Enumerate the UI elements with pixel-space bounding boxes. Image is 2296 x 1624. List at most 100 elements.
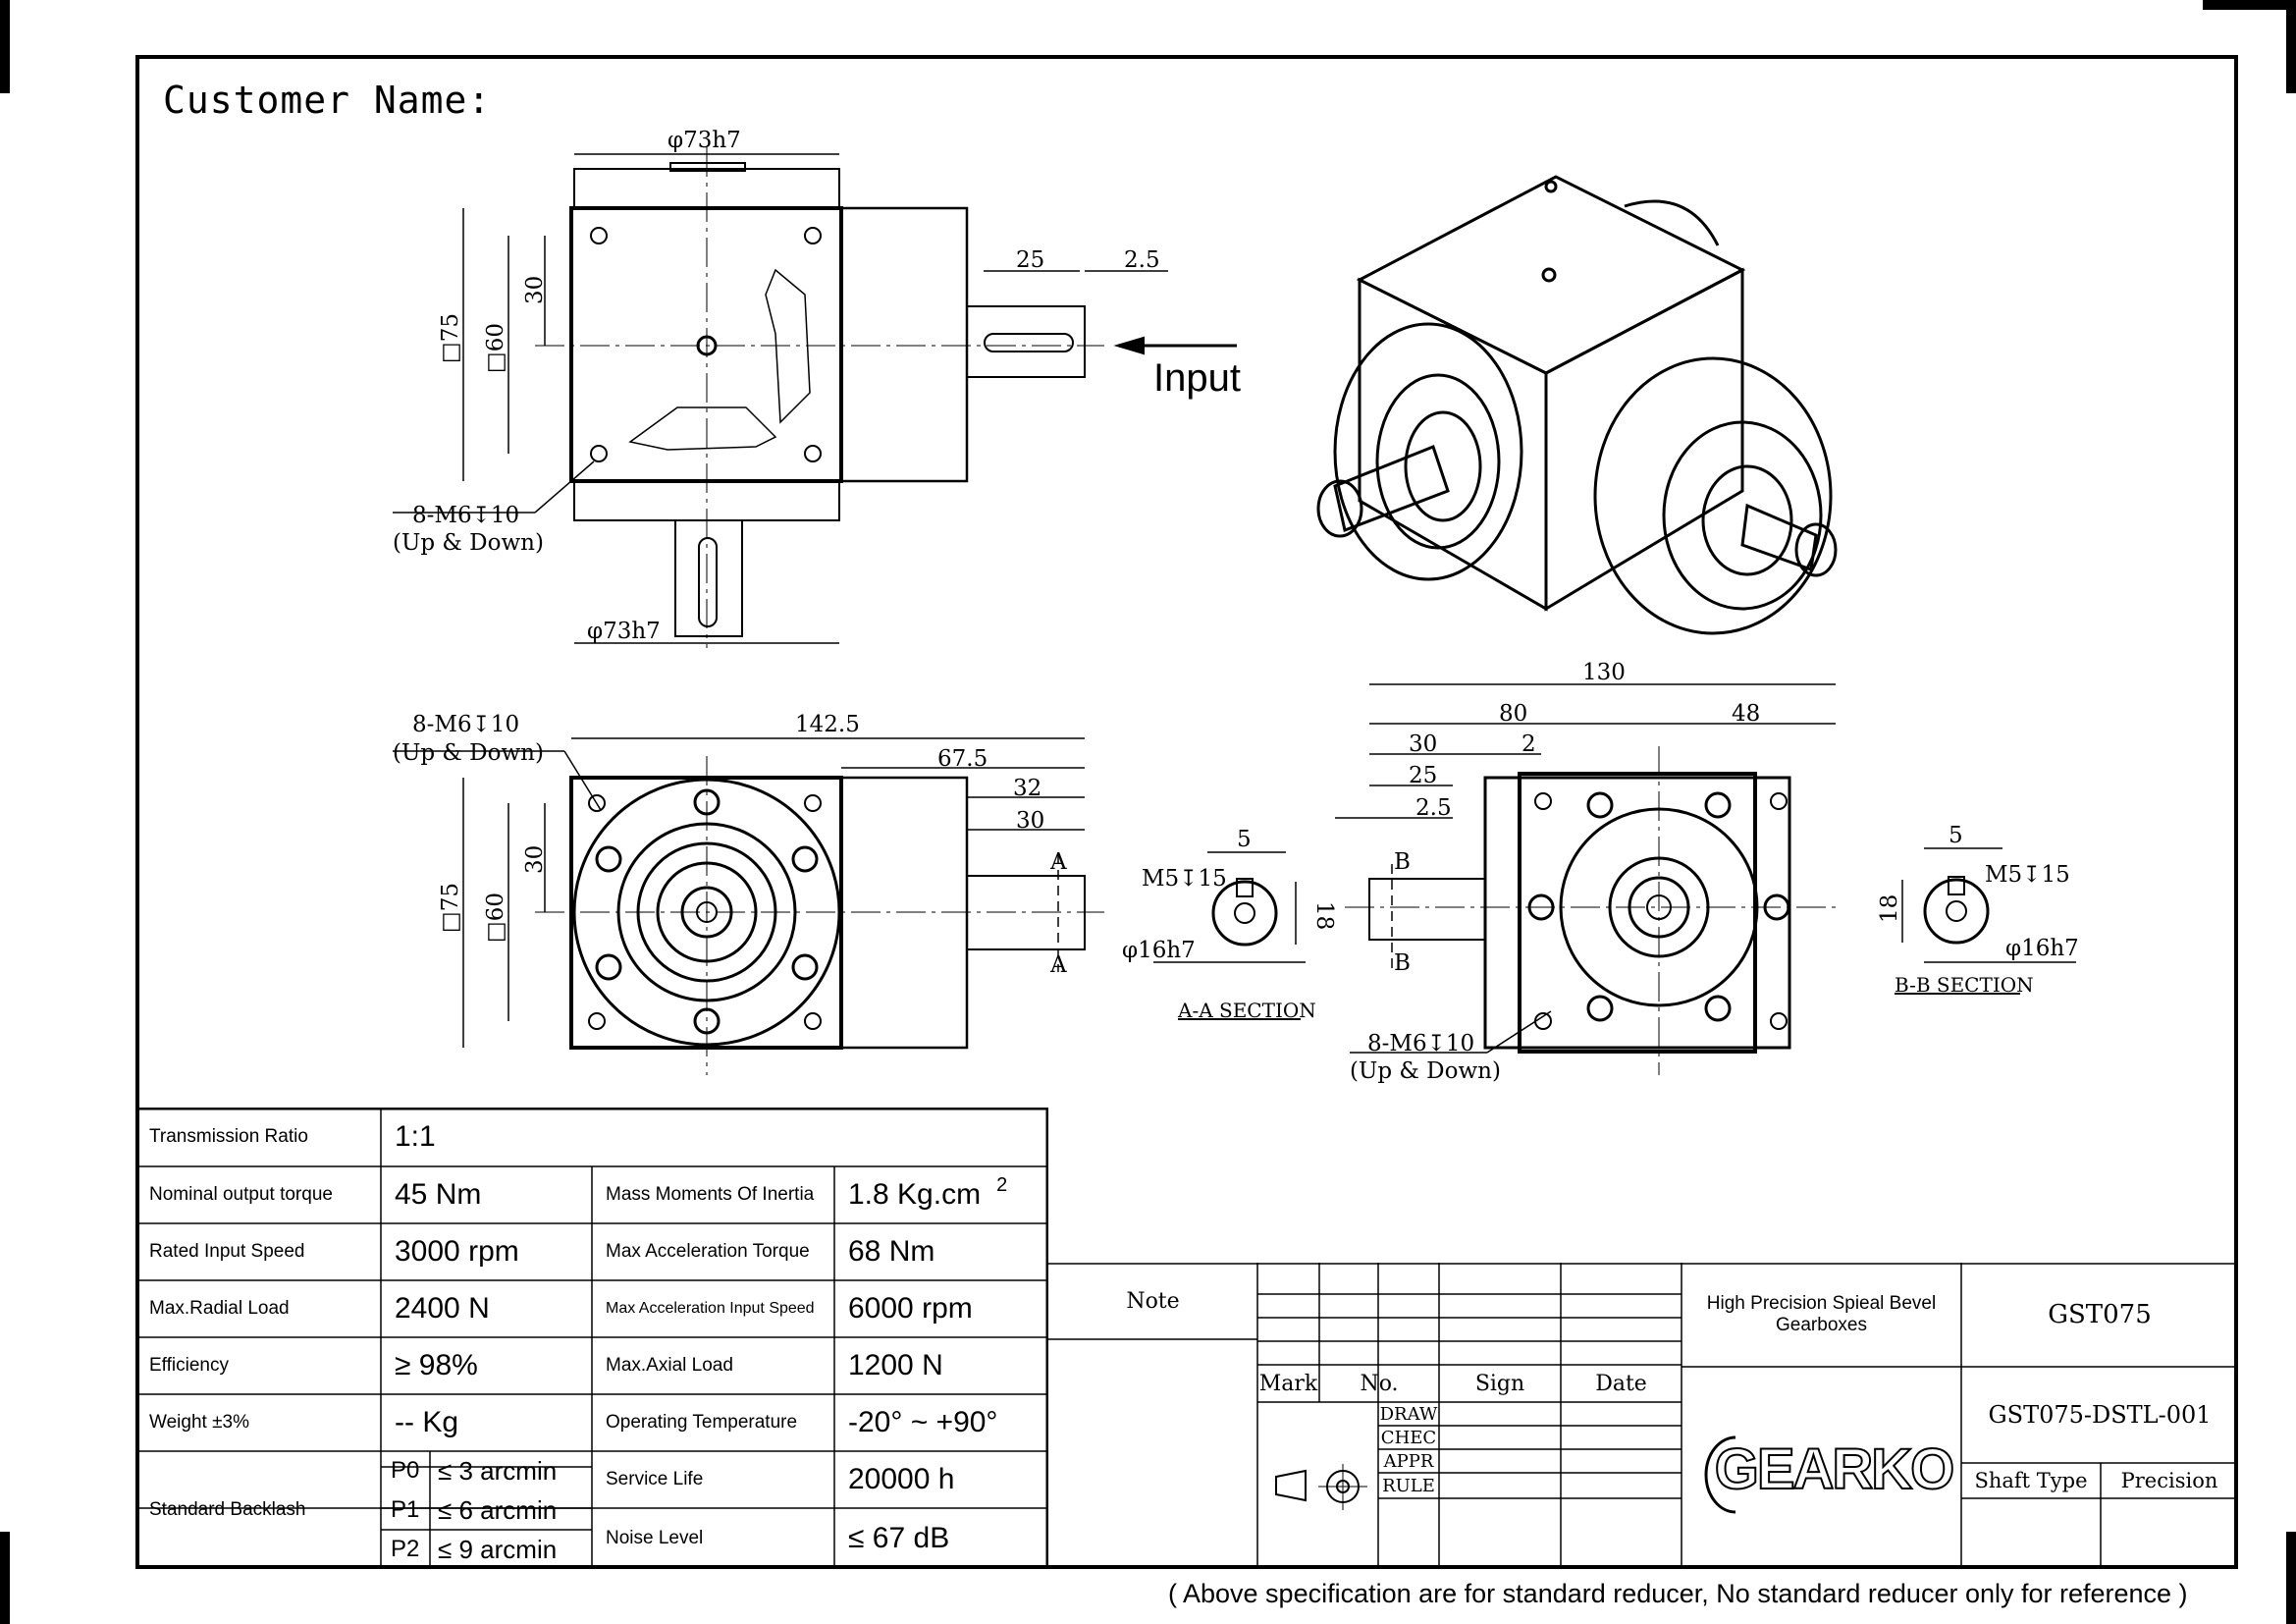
corner-mark-tr2 — [2286, 0, 2296, 93]
rated-speed-value: 3000 rpm — [395, 1235, 519, 1268]
drawing-frame — [135, 55, 2238, 1569]
dim-diameter: φ16h7 — [2005, 936, 2079, 961]
bolt-hole — [595, 953, 622, 981]
efficiency-label: Efficiency — [149, 1355, 229, 1376]
section-mark-a: A — [1049, 952, 1067, 978]
no-label: No. — [1360, 1371, 1399, 1396]
section-bb-title: B-B SECTION — [1895, 973, 2034, 997]
dim-bottom-diameter: φ73h7 — [587, 619, 661, 644]
noise-value: ≤ 67 dB — [848, 1522, 950, 1554]
thread-callout: 8-M6↧10 — [412, 503, 519, 528]
weight-value: -- Kg — [395, 1406, 459, 1438]
iso-right-flange — [1593, 356, 1833, 635]
backlash-label: Standard Backlash — [149, 1499, 306, 1520]
leader-line — [563, 750, 602, 811]
thread-note: (Up & Down) — [393, 740, 544, 766]
section-bb — [1895, 847, 2076, 995]
bolt-hole — [791, 845, 819, 873]
customer-name-label: Customer Name: — [163, 79, 492, 122]
top-keyway — [984, 333, 1074, 352]
dim-shaft-30: 30 — [1016, 808, 1044, 834]
iso-top-face — [1356, 175, 1746, 375]
draw-label: DRAW — [1379, 1403, 1438, 1425]
section-aa-key — [1236, 878, 1254, 897]
efficiency-value: ≥ 98% — [395, 1349, 478, 1381]
isometric-view — [1316, 175, 1838, 635]
accel-speed-label: Max Acceleration Input Speed — [606, 1300, 815, 1317]
iso-left-shaft — [1333, 445, 1450, 533]
sign-label: Sign — [1474, 1371, 1525, 1396]
input-arrow-head — [1113, 336, 1145, 355]
section-bb-shaft — [1923, 878, 1990, 945]
model-number: GST075 — [2048, 1300, 2152, 1329]
section-bb-key — [1948, 876, 1965, 895]
dim-key-width: 5 — [1237, 827, 1252, 852]
axial-load-value: 1200 N — [848, 1349, 943, 1381]
inertia-superscript: 2 — [996, 1173, 1008, 1196]
bolt-hole — [590, 227, 608, 244]
leader-line — [1486, 1010, 1552, 1054]
section-mark-b: B — [1394, 950, 1411, 976]
gear-outline — [765, 268, 811, 424]
dim-square-inner: □60 — [483, 323, 508, 373]
iso-back-flange — [1624, 199, 1720, 246]
precision-label: Precision — [2120, 1469, 2218, 1492]
dim-height: 18 — [1877, 894, 1902, 923]
dim-square-outer: □75 — [438, 883, 463, 933]
corner-hole — [1534, 792, 1552, 810]
top-housing — [839, 206, 969, 483]
dim-diameter: φ16h7 — [1122, 938, 1196, 963]
backlash-value: ≤ 9 arcmin — [438, 1534, 558, 1564]
top-view — [393, 147, 1237, 648]
section-aa — [1153, 851, 1306, 1020]
iso-top-hole — [1541, 267, 1557, 283]
service-life-label: Service Life — [606, 1469, 704, 1489]
section-aa-title: A-A SECTION — [1177, 999, 1316, 1022]
corner-mark-bl — [0, 1532, 10, 1624]
input-label: Input — [1153, 356, 1241, 400]
bottom-keyway — [698, 537, 718, 627]
dim-2: 2 — [1522, 731, 1536, 757]
dim-offset: 30 — [522, 845, 548, 874]
iso-right-shaft-end — [1794, 522, 1838, 577]
title-grid — [1048, 1263, 2238, 1569]
front-view — [393, 737, 1104, 1075]
bolt-hole — [804, 227, 822, 244]
inertia-label: Mass Moments Of Inertia — [606, 1184, 815, 1205]
dim-thread: M5↧15 — [1142, 866, 1227, 892]
bolt-hole — [1704, 791, 1732, 819]
accel-torque-label: Max Acceleration Torque — [606, 1241, 810, 1262]
transmission-ratio-label: Transmission Ratio — [149, 1126, 308, 1147]
side-view — [1335, 683, 1836, 1075]
dim-thread: M5↧15 — [1985, 862, 2070, 888]
bolt-hole — [1586, 995, 1614, 1022]
section-aa-shaft — [1211, 880, 1278, 947]
axial-load-label: Max.Axial Load — [606, 1355, 733, 1376]
side-shaft — [1368, 878, 1486, 941]
corner-hole — [588, 1012, 606, 1030]
dim-shaft-32: 32 — [1013, 776, 1041, 801]
corner-mark-tl — [0, 0, 10, 93]
transmission-ratio-value: 1:1 — [395, 1120, 436, 1153]
dim-shaft-gap: 2.5 — [1124, 247, 1160, 273]
dim-2-5: 2.5 — [1415, 795, 1452, 821]
dim-overall: 130 — [1582, 660, 1626, 685]
backlash-value: ≤ 6 arcmin — [438, 1494, 558, 1525]
gearko-logo: GEARKO — [1714, 1436, 1956, 1502]
leader-line — [534, 460, 595, 514]
appr-label: APPR — [1383, 1450, 1434, 1472]
corner-hole — [804, 794, 822, 812]
iso-left-bearing — [1375, 373, 1501, 550]
dim-key-width: 5 — [1949, 823, 1963, 848]
service-life-value: 20000 h — [848, 1463, 955, 1495]
iso-right-face — [1544, 267, 1744, 612]
bolt-hole — [804, 445, 822, 462]
side-body — [1518, 772, 1757, 1054]
corner-hole — [1770, 1012, 1788, 1030]
shaft-type-label: Shaft Type — [1974, 1469, 2088, 1492]
radial-load-value: 2400 N — [395, 1292, 490, 1325]
nominal-torque-value: 45 Nm — [395, 1178, 482, 1211]
drawing-number: GST075-DSTL-001 — [1988, 1401, 2212, 1429]
section-mark-a: A — [1049, 849, 1067, 875]
corner-mark-br — [2286, 1532, 2296, 1624]
